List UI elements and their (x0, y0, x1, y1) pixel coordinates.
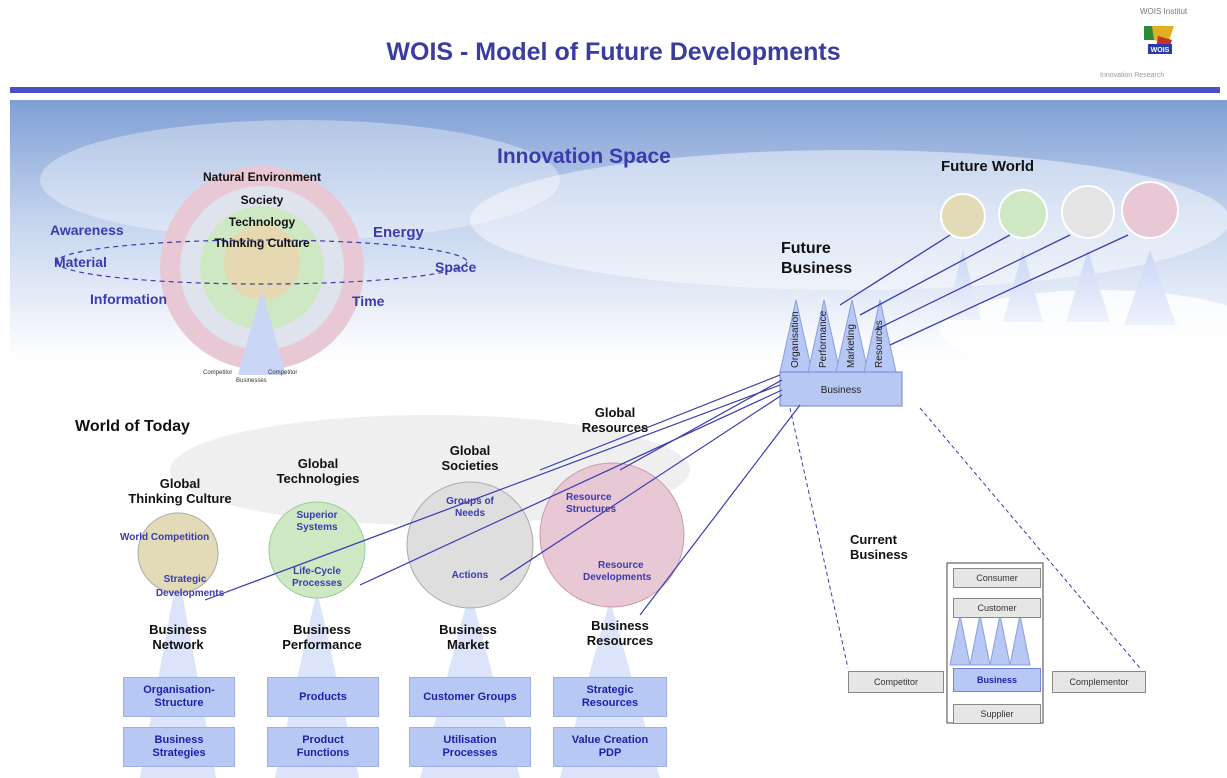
label-society: Society (240, 193, 284, 207)
col2-inner2: Systems (296, 522, 338, 533)
current-business-title-2: Business (850, 547, 908, 562)
label-thinking-culture: Thinking Culture (214, 236, 310, 250)
col2-head2: Technologies (276, 471, 360, 486)
col2-inner1: Superior (296, 510, 338, 521)
col2-head1: Global (297, 456, 339, 471)
col3-head2: Societies (441, 458, 499, 473)
label-base-competitor-1: Competitor (203, 370, 233, 376)
current-business-box: Business (953, 668, 1041, 692)
col1-box2-line1: Business (154, 734, 204, 746)
consumer-box: Consumer (953, 568, 1041, 588)
col3-inner1: Groups of (446, 496, 494, 507)
cloud (470, 150, 1227, 290)
pillar-resources: Resources (874, 320, 885, 368)
logo-icon: WOIS (1142, 22, 1176, 56)
col1-head2: Thinking Culture (128, 491, 232, 506)
today-circles (137, 462, 685, 609)
label-time: Time (352, 293, 385, 309)
label-information: Information (90, 291, 167, 307)
col2-biz2: Performance (282, 637, 362, 652)
col2-box2-line1: Product (302, 734, 344, 746)
innovation-space-circle (56, 166, 468, 375)
complementor-box: Complementor (1052, 671, 1146, 693)
col3-inner2: Needs (454, 508, 485, 519)
logo-caption: WOIS Institut (1140, 7, 1188, 16)
label-base-businesses: Businesses (236, 378, 267, 384)
col2-box2-line2: Functions (296, 747, 350, 759)
col2-box1: Products (267, 677, 379, 717)
future-business-box: Business (820, 385, 862, 396)
future-business-title-2: Business (781, 260, 853, 277)
col4-box2-line1: Value Creation (571, 734, 649, 746)
world-of-today-title: World of Today (75, 418, 190, 435)
future-business-pillars (779, 299, 903, 407)
pillar-marketing: Marketing (846, 324, 857, 368)
col4-box1-line2: Resources (581, 697, 639, 709)
current-business-pillars (946, 562, 1044, 724)
col4-head2: Resources (581, 420, 649, 435)
col1-inner3: Developments (155, 588, 225, 599)
title-rule (10, 87, 1220, 93)
col4-inner1: Resource (566, 492, 612, 503)
col2-biz1: Business (293, 622, 351, 637)
future-connections (839, 234, 1129, 346)
col4-head1: Global (594, 405, 636, 420)
col1-box2-line2: Strategies (152, 747, 206, 759)
col1-inner1: World Competition (120, 532, 210, 543)
col2-inner3: Life-Cycle (293, 566, 341, 577)
col1-box1-line2: Structure (154, 697, 204, 709)
col1-box1-line1: Organisation- (143, 684, 215, 696)
label-material: Material (54, 254, 107, 270)
col4-inner2: Structures (566, 504, 617, 515)
col2-box1-line1: Products (299, 690, 347, 703)
col1-inner2: Strategic (163, 574, 207, 585)
pillar-organisation: Organisation (790, 311, 801, 368)
label-technology: Technology (228, 215, 296, 229)
col3-head1: Global (449, 443, 491, 458)
col4-biz2: Resources (586, 633, 654, 648)
col3-biz1: Business (439, 622, 497, 637)
col4-biz1: Business (591, 618, 649, 633)
future-world-title: Future World (941, 158, 1035, 175)
label-base-competitor-2: Competitor (268, 370, 298, 376)
col1-head1: Global (159, 476, 201, 491)
col4-box2-line2: PDP (598, 747, 622, 759)
label-space: Space (435, 259, 477, 275)
col1-biz2: Network (152, 637, 204, 652)
label-natural-environment: Natural Environment (202, 170, 322, 184)
pillar-performance: Performance (818, 310, 829, 368)
col3-box2-line2: Processes (442, 747, 498, 759)
supplier-box: Supplier (953, 704, 1041, 724)
label-awareness: Awareness (50, 222, 124, 238)
col2-inner4: Processes (291, 578, 343, 589)
future-world-circles (940, 181, 1179, 325)
col3-box1-line1: Customer Groups (423, 690, 517, 703)
col4-box1-line1: Strategic (586, 684, 634, 696)
current-connections (789, 407, 1141, 669)
col3-box2-line1: Utilisation (443, 734, 497, 746)
competitor-box: Competitor (848, 671, 944, 693)
innovation-space-title: Innovation Space (497, 145, 671, 168)
col3-box1: Customer Groups (409, 677, 531, 717)
customer-box: Customer (953, 598, 1041, 618)
col3-inner3: Actions (451, 570, 489, 581)
col4-inner4: Developments (583, 572, 652, 583)
col1-biz1: Business (149, 622, 207, 637)
col1-box1: Organisation-Structure (123, 677, 235, 717)
today-connections (204, 374, 801, 616)
current-business-title-1: Current (850, 532, 897, 547)
label-energy: Energy (373, 224, 424, 241)
future-business-title-1: Future (781, 240, 831, 257)
page-title: WOIS - Model of Future Developments (386, 38, 841, 66)
col4-inner3: Resource (598, 560, 644, 571)
logo-mark-text: WOIS (1151, 47, 1170, 54)
logo-subcaption: Innovation Research (1100, 72, 1165, 79)
col3-biz2: Market (447, 637, 489, 652)
